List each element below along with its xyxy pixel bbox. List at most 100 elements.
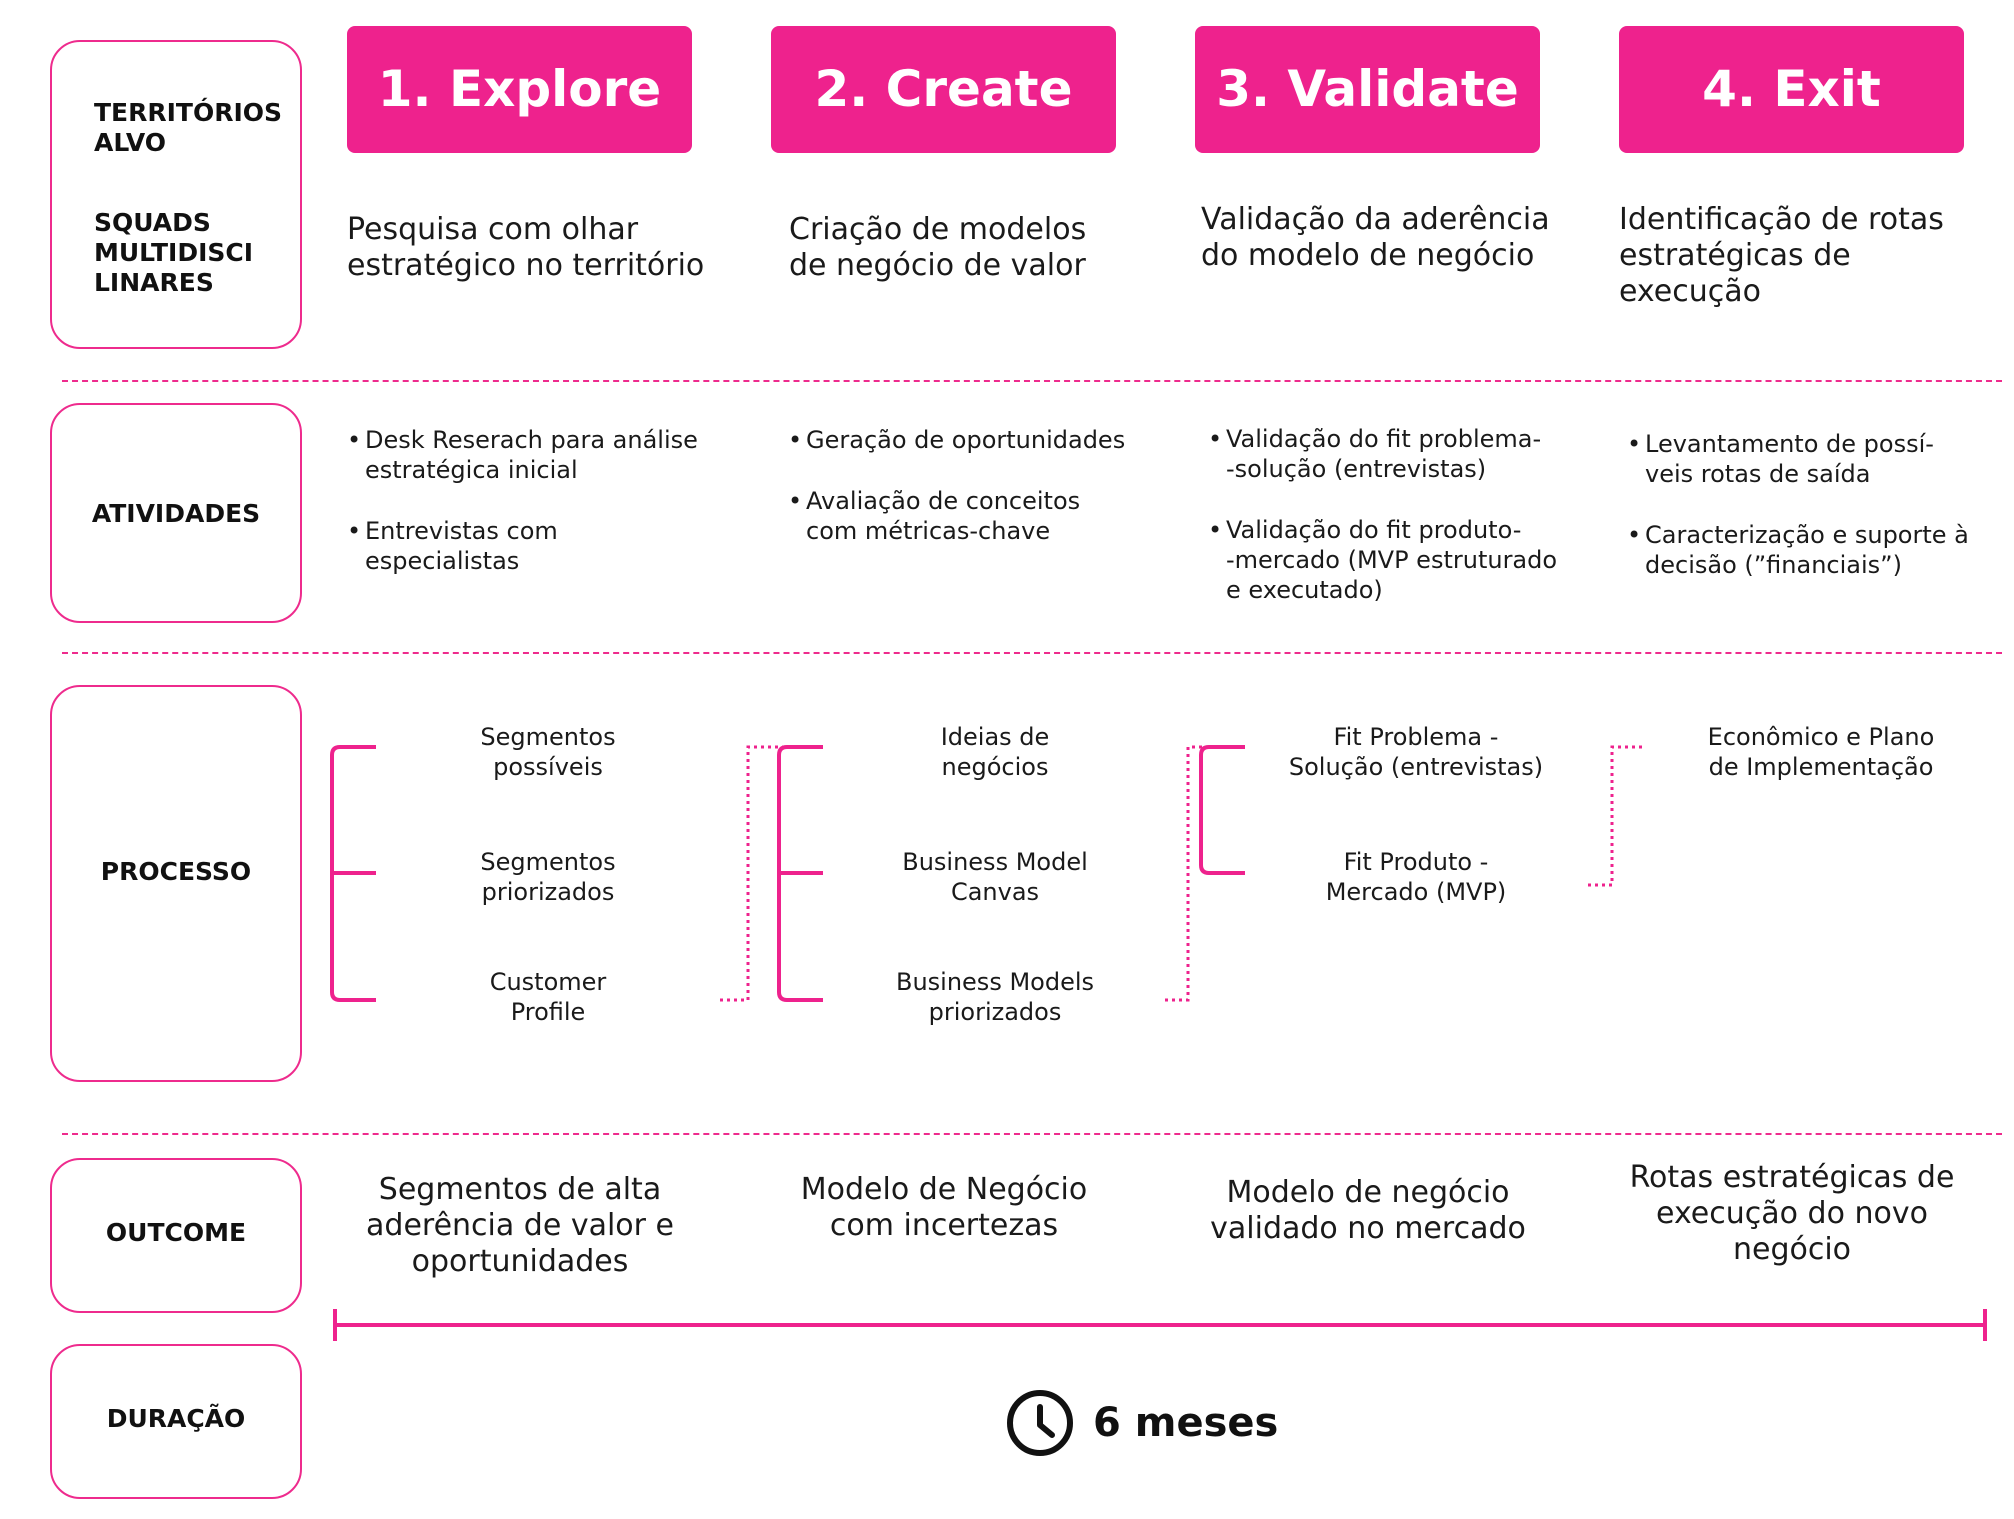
phase-explore-description: Pesquisa com olhar estratégico no territ… bbox=[347, 212, 757, 284]
process-explore-1: Segmentos possíveis bbox=[408, 722, 688, 782]
bullet-icon: • bbox=[1208, 425, 1223, 453]
process-line: Segmentos bbox=[480, 723, 616, 751]
activity-line: Validação do fit produto- bbox=[1226, 516, 1522, 544]
desc-line: Pesquisa com olhar bbox=[347, 212, 639, 247]
row-label-outcome: OUTCOME bbox=[50, 1158, 302, 1313]
process-line: de Implementação bbox=[1708, 753, 1934, 781]
connector-explore-create bbox=[720, 745, 823, 1002]
desc-line: de negócio de valor bbox=[789, 248, 1086, 283]
row-label-territorios-squads: TERRITÓRIOS ALVO SQUADS MULTIDISCI LINAR… bbox=[50, 40, 302, 349]
process-create-3: Business Models priorizados bbox=[855, 967, 1135, 1027]
outcome-create: Modelo de Negócio com incertezas bbox=[764, 1172, 1124, 1244]
label-territorios-alvo-1: TERRITÓRIOS bbox=[94, 98, 283, 127]
duration-value: 6 meses bbox=[1093, 1400, 1279, 1446]
activity-line: Validação do fit problema- bbox=[1226, 425, 1542, 453]
bullet-icon: • bbox=[788, 487, 803, 515]
row-label-processo: PROCESSO bbox=[50, 685, 302, 1082]
activity-line: Caracterização e suporte à bbox=[1645, 521, 1969, 549]
phase-validate-header: 3. Validate bbox=[1195, 26, 1540, 153]
process-validate-1: Fit Problema - Solução (entrevistas) bbox=[1266, 722, 1566, 782]
label-atividades: ATIVIDADES bbox=[91, 499, 261, 528]
activity-validate-2: • Validação do fit produto- -mercado (MV… bbox=[1208, 515, 1596, 605]
process-line: Canvas bbox=[950, 878, 1040, 906]
outcome-line: com incertezas bbox=[829, 1208, 1059, 1243]
row-label-duracao: DURAÇÃO bbox=[50, 1344, 302, 1499]
bracket-explore bbox=[330, 745, 376, 1002]
outcome-line: oportunidades bbox=[411, 1244, 629, 1279]
activity-validate-1: • Validação do fit problema- -solução (e… bbox=[1208, 424, 1596, 484]
activity-line: com métricas-chave bbox=[806, 517, 1051, 545]
label-squads-3: LINARES bbox=[94, 268, 214, 297]
outcome-exit: Rotas estratégicas de execução do novo n… bbox=[1602, 1160, 1982, 1268]
activity-line: Desk Reserach para análise bbox=[365, 426, 698, 454]
process-line: Fit Problema - bbox=[1333, 723, 1499, 751]
activity-line: Avaliação de conceitos bbox=[806, 487, 1081, 515]
label-outcome: OUTCOME bbox=[105, 1218, 247, 1247]
activity-line: Geração de oportunidades bbox=[806, 426, 1126, 454]
activity-line: Levantamento de possí- bbox=[1645, 430, 1934, 458]
process-line: Mercado (MVP) bbox=[1325, 878, 1507, 906]
separator-2 bbox=[62, 652, 2002, 654]
desc-line: estratégico no território bbox=[347, 248, 705, 283]
bullet-icon: • bbox=[1627, 521, 1642, 549]
process-line: priorizados bbox=[928, 998, 1062, 1026]
desc-line: execução bbox=[1619, 274, 1761, 309]
process-line: Fit Produto - bbox=[1343, 848, 1489, 876]
process-explore-3: Customer Profile bbox=[408, 967, 688, 1027]
process-line: Customer bbox=[489, 968, 607, 996]
activity-line: veis rotas de saída bbox=[1645, 460, 1871, 488]
separator-1 bbox=[62, 380, 2002, 382]
process-line: negócios bbox=[941, 753, 1049, 781]
process-line: possíveis bbox=[493, 753, 603, 781]
process-line: priorizados bbox=[481, 878, 615, 906]
bracket-validate bbox=[1199, 745, 1245, 875]
activity-line: e executado) bbox=[1226, 576, 1383, 604]
outcome-line: Modelo de negócio bbox=[1226, 1175, 1510, 1210]
duration-group: 6 meses bbox=[1005, 1388, 1325, 1458]
activity-line: -solução (entrevistas) bbox=[1226, 455, 1487, 483]
outcome-validate: Modelo de negócio validado no mercado bbox=[1188, 1175, 1548, 1247]
label-duracao: DURAÇÃO bbox=[106, 1404, 246, 1433]
desc-line: estratégicas de bbox=[1619, 238, 1851, 273]
process-validate-2: Fit Produto - Mercado (MVP) bbox=[1266, 847, 1566, 907]
activity-explore-1: • Desk Reserach para análise estratégica… bbox=[347, 425, 735, 485]
phase-exit-description: Identificação de rotas estratégicas de e… bbox=[1619, 202, 1999, 310]
activity-line: Entrevistas com bbox=[365, 517, 558, 545]
phase-create-description: Criação de modelos de negócio de valor bbox=[789, 212, 1189, 284]
activity-create-1: • Geração de oportunidades bbox=[788, 425, 1186, 455]
bullet-icon: • bbox=[1627, 430, 1642, 458]
desc-line: Validação da aderência bbox=[1201, 202, 1550, 237]
outcome-line: Segmentos de alta bbox=[378, 1172, 662, 1207]
activity-line: estratégica inicial bbox=[365, 456, 578, 484]
process-line: Econômico e Plano bbox=[1707, 723, 1935, 751]
phase-explore-header: 1. Explore bbox=[347, 26, 692, 153]
activity-line: especialistas bbox=[365, 547, 520, 575]
outcome-explore: Segmentos de alta aderência de valor e o… bbox=[340, 1172, 700, 1280]
label-squads-1: SQUADS bbox=[94, 208, 211, 237]
activity-create-2: • Avaliação de conceitos com métricas-ch… bbox=[788, 486, 1186, 546]
outcome-line: execução do novo bbox=[1656, 1196, 1928, 1231]
connector-create-validate bbox=[1165, 745, 1245, 1002]
activity-exit-1: • Levantamento de possí- veis rotas de s… bbox=[1627, 429, 2005, 489]
row-label-atividades: ATIVIDADES bbox=[50, 403, 302, 623]
activity-exit-2: • Caracterização e suporte à decisão (”f… bbox=[1627, 520, 2005, 580]
activity-explore-2: • Entrevistas com especialistas bbox=[347, 516, 735, 576]
label-squads-2: MULTIDISCI bbox=[94, 238, 254, 267]
outcome-line: Modelo de Negócio bbox=[800, 1172, 1088, 1207]
separator-3 bbox=[62, 1133, 2002, 1135]
process-create-2: Business Model Canvas bbox=[855, 847, 1135, 907]
phase-exit-header: 4. Exit bbox=[1619, 26, 1964, 153]
phase-validate-description: Validação da aderência do modelo de negó… bbox=[1201, 202, 1601, 274]
outcome-line: validado no mercado bbox=[1210, 1211, 1526, 1246]
process-line: Solução (entrevistas) bbox=[1288, 753, 1544, 781]
process-line: Ideias de bbox=[940, 723, 1050, 751]
process-exit-1: Econômico e Plano de Implementação bbox=[1666, 722, 1976, 782]
outcome-line: negócio bbox=[1732, 1232, 1852, 1267]
connector-validate-exit bbox=[1588, 745, 1642, 887]
outcome-line: aderência de valor e bbox=[366, 1208, 674, 1243]
process-create-1: Ideias de negócios bbox=[855, 722, 1135, 782]
phase-create-header: 2. Create bbox=[771, 26, 1116, 153]
bullet-icon: • bbox=[1208, 516, 1223, 544]
